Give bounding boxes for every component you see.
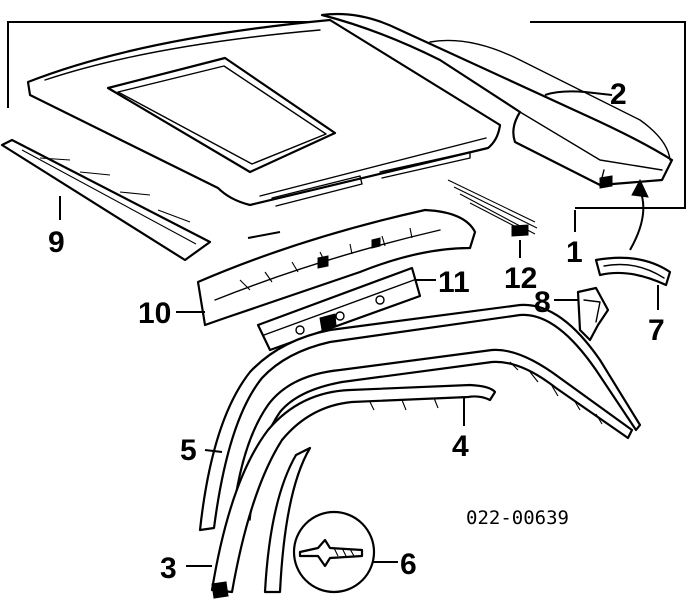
roof-panel [26, 18, 502, 207]
assembly-bracket [7, 21, 686, 239]
roof-side-rail [320, 12, 674, 189]
outer-arch-molding [198, 303, 642, 532]
pillar-weatherstrip [210, 383, 497, 599]
callout-12: 12 [504, 262, 537, 295]
inner-roof-bow [256, 266, 422, 352]
callout-7: 7 [648, 314, 665, 347]
callout-10: 10 [138, 297, 171, 330]
callout-11: 11 [438, 266, 470, 299]
bracket [576, 286, 610, 342]
callout-3: 3 [160, 552, 177, 585]
callout-5: 5 [180, 434, 197, 467]
reference-code: 022-00639 [466, 507, 569, 529]
callout-4: 4 [452, 430, 469, 463]
drip-rail [447, 179, 538, 237]
corner-trim [594, 178, 672, 287]
front-header-strip [0, 138, 212, 262]
rear-roof-bow [196, 208, 477, 327]
callout-6: 6 [400, 548, 417, 581]
callout-8: 8 [534, 286, 551, 319]
trim-clip-detail [292, 510, 376, 594]
callout-9: 9 [48, 226, 65, 259]
callout-1: 1 [566, 236, 583, 269]
leader-lines [59, 90, 659, 567]
sunroof-opening [106, 56, 337, 174]
callout-2: 2 [610, 78, 627, 111]
